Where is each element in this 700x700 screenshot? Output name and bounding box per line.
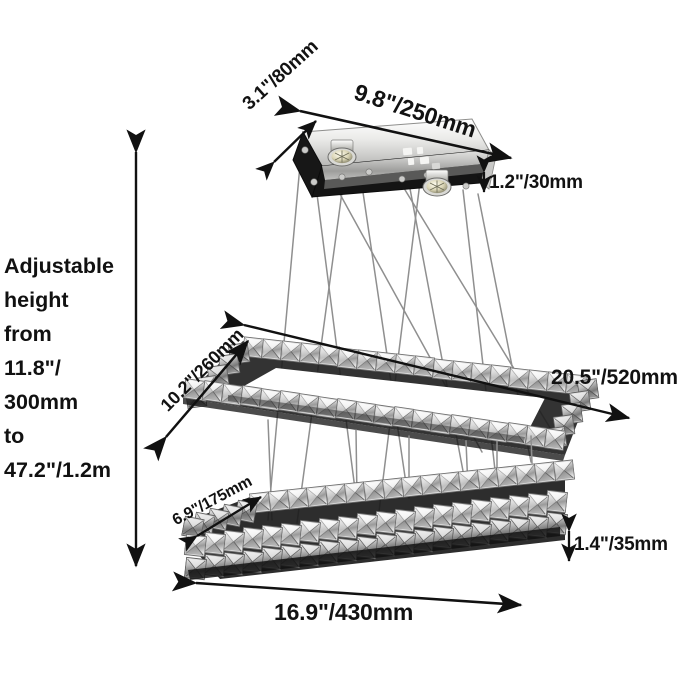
- lower-ring-depth-arrow: [178, 496, 262, 552]
- adjustable-line-4: 11.8"/: [4, 356, 61, 380]
- adjustable-height-label: Adjustable height from 11.8"/ 300mm to 4…: [4, 249, 128, 487]
- adjustable-line-5: 300mm: [4, 390, 79, 414]
- led-spot-module: [422, 169, 452, 197]
- led-spot-module: [327, 139, 357, 167]
- adjustable-line-3: from: [4, 322, 52, 346]
- lower-ring-thickness-label: 1.4"/35mm: [574, 534, 668, 555]
- adjustable-line-7: 47.2"/1.2m: [4, 458, 112, 482]
- lower-crystal-rectangle: [181, 459, 576, 581]
- dimension-arrows: [126, 95, 631, 614]
- upper-ring-width-label: 20.5"/520mm: [551, 366, 678, 389]
- lower-ring-width-arrow: [171, 571, 523, 614]
- lower-ring-width-label: 16.9"/430mm: [274, 599, 414, 625]
- upper-ring-width-arrow: [219, 310, 631, 423]
- adjustable-line-2: height: [4, 288, 69, 312]
- canopy-width-arrow: [273, 95, 513, 163]
- upper-crystal-rectangle: [182, 336, 600, 461]
- canopy-thickness-label: 1.2"/30mm: [489, 172, 583, 193]
- adjustable-line-1: Adjustable: [4, 254, 114, 278]
- adjustable-line-6: to: [4, 424, 25, 448]
